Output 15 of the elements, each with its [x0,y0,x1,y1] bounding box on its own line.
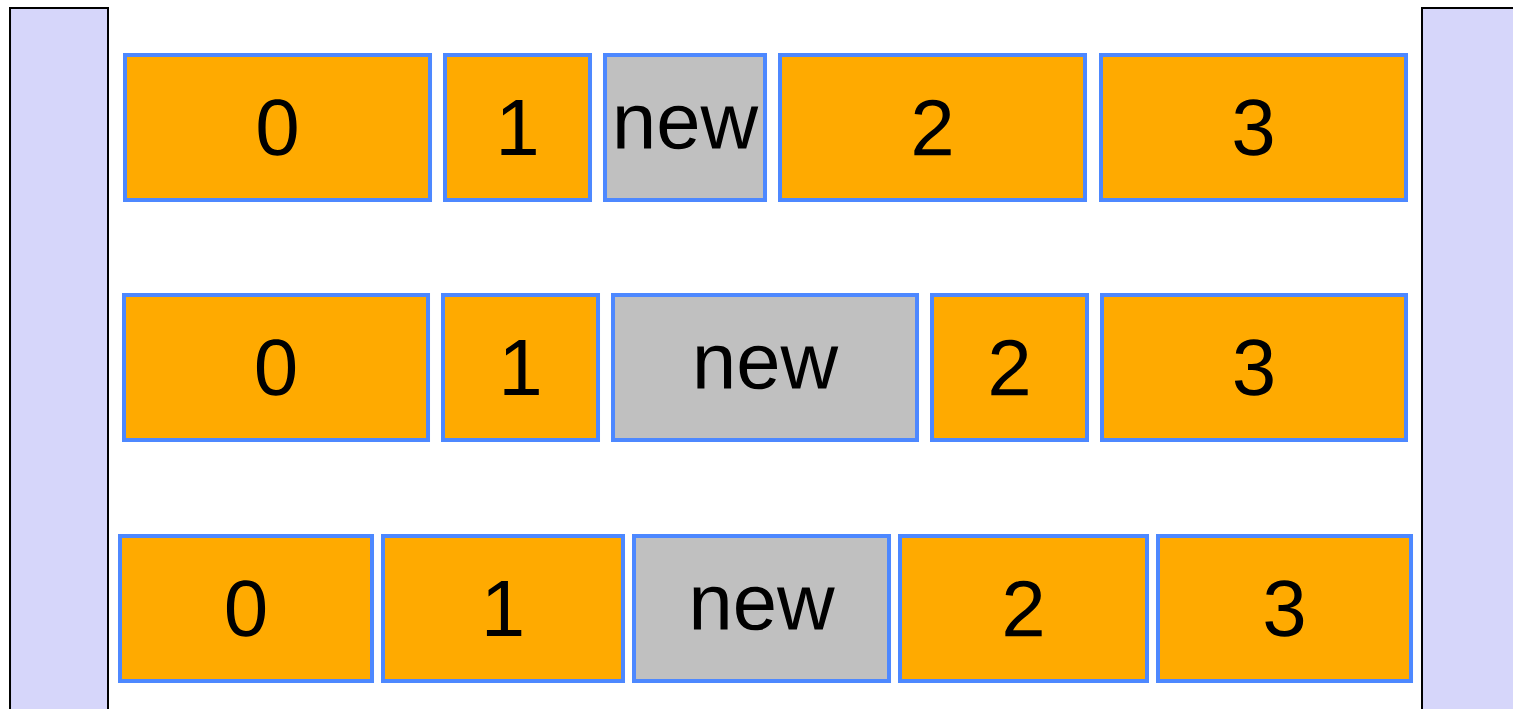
array-cell: 3 [1100,293,1408,442]
array-cell: 3 [1156,534,1413,683]
array-cell: new [603,53,767,202]
array-cell: 3 [1099,53,1408,202]
array-cell: new [611,293,919,442]
array-cell: 1 [443,53,592,202]
array-cell: 1 [381,534,625,683]
array-cell: 1 [441,293,600,442]
array-cell: 0 [118,534,374,683]
array-cell: 0 [123,53,432,202]
array-cell: 2 [778,53,1087,202]
array-cell: new [632,534,891,683]
array-cell: 2 [930,293,1089,442]
array-cell: 0 [122,293,430,442]
array-cell: 2 [898,534,1149,683]
